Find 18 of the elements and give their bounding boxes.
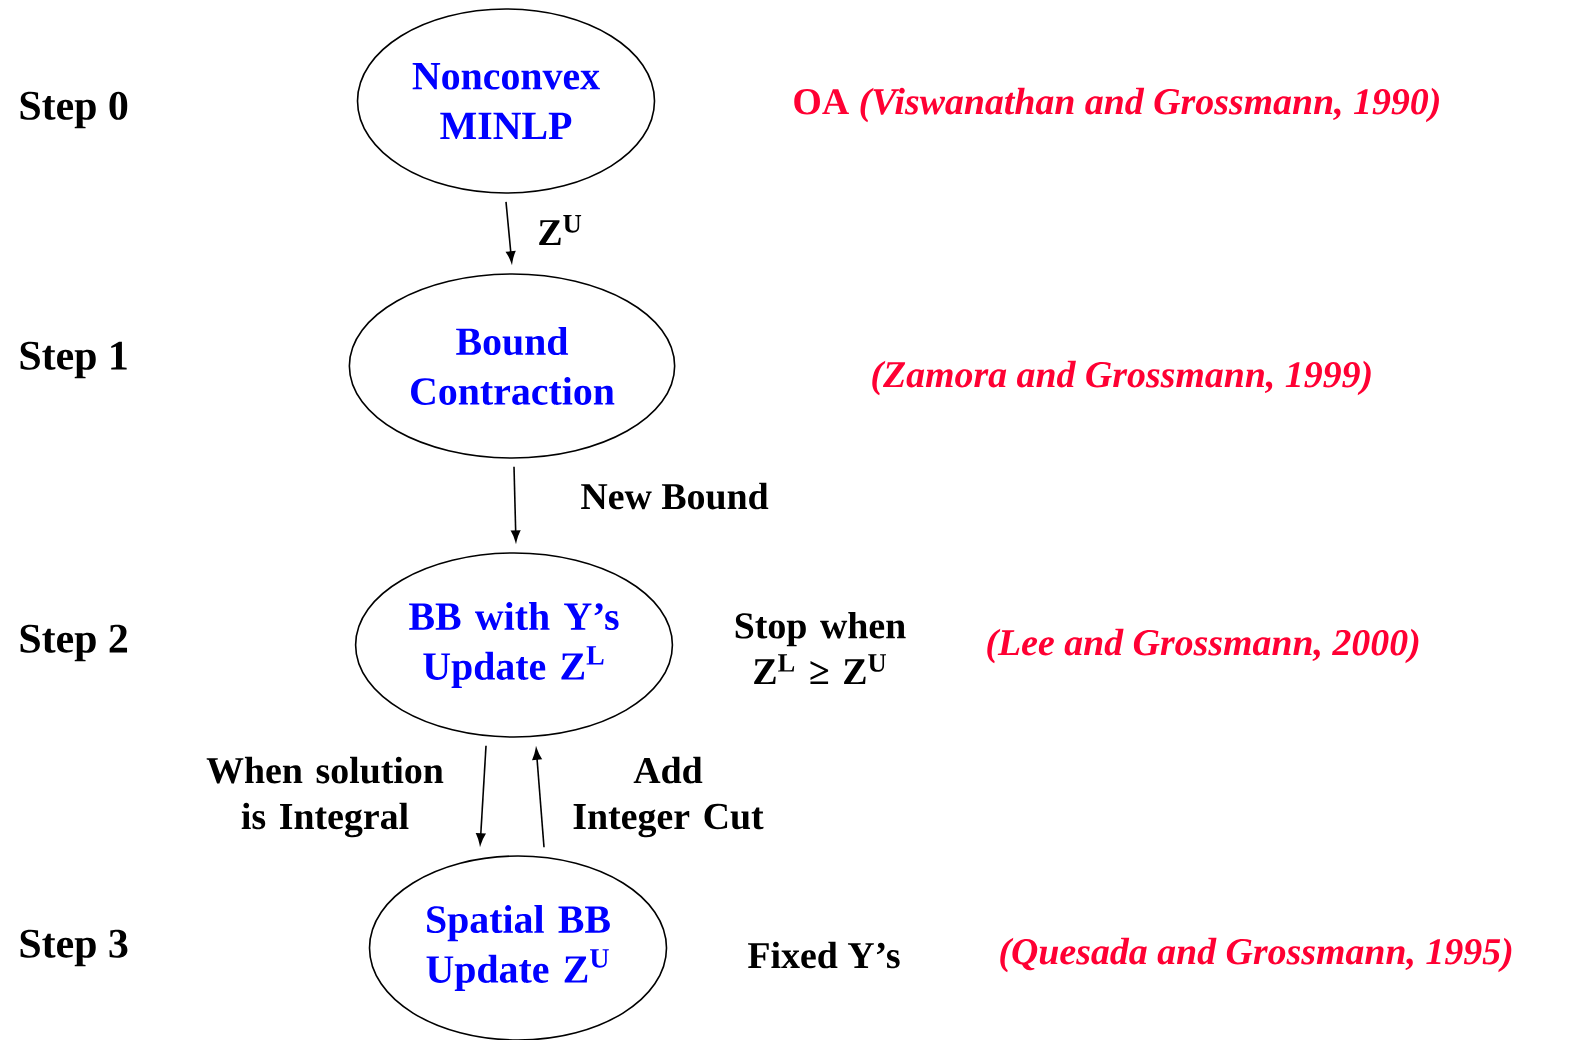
step-label: Step 2 xyxy=(20,624,127,662)
arrow xyxy=(511,466,521,542)
citation: OA (Viswanathan and Grossmann, 1990) xyxy=(794,87,1439,123)
note: Fixed Y’s xyxy=(748,941,900,969)
arrow xyxy=(476,745,487,845)
edge-label: New Bound xyxy=(581,482,769,510)
step-label: Step 3 xyxy=(20,929,128,967)
arrow xyxy=(505,201,516,263)
arrow xyxy=(532,748,545,848)
citation: (Quesada and Grossmann, 1995) xyxy=(1000,937,1512,973)
edge-label: When solution is Integral xyxy=(206,756,444,838)
edge-label: Z$^{U}$ xyxy=(539,215,582,245)
citation: (Zamora and Grossmann, 1999) xyxy=(872,360,1371,396)
step-label: Step 0 xyxy=(20,91,128,129)
note: Stop when Z$^{L}$ ≥ Z$^{U}$ xyxy=(735,612,906,685)
citation: (Lee and Grossmann, 2000) xyxy=(987,628,1419,664)
step-label: Step 1 xyxy=(20,341,127,379)
edge-label: Add Integer Cut xyxy=(573,756,764,838)
